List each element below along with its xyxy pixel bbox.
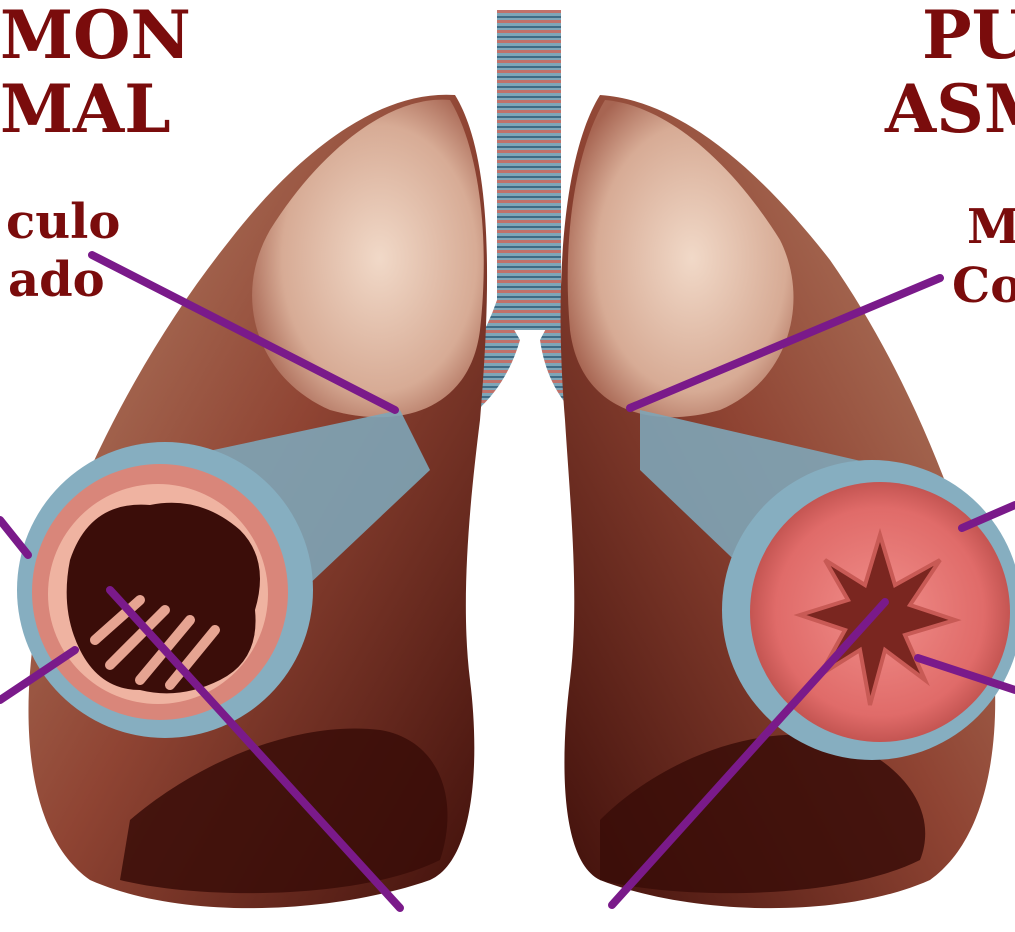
left-bronchus-lumen (67, 503, 260, 694)
pointer-line-left-wall (0, 520, 28, 555)
right-title-line1: PU (922, 2, 1015, 68)
left-title-line1: MON (0, 2, 191, 68)
left-muscle-label-line1: culo (6, 198, 120, 246)
trachea (497, 10, 561, 330)
left-title-line2: MAL (0, 76, 171, 142)
right-muscle-label-line1: M (967, 203, 1015, 251)
right-lung-upper-lobe (568, 100, 794, 417)
right-muscle-label-line2: Co (952, 262, 1015, 310)
left-lung-upper-lobe (252, 100, 484, 418)
right-title-line2: ASM (885, 76, 1015, 142)
left-muscle-label-line2: ado (8, 256, 105, 304)
